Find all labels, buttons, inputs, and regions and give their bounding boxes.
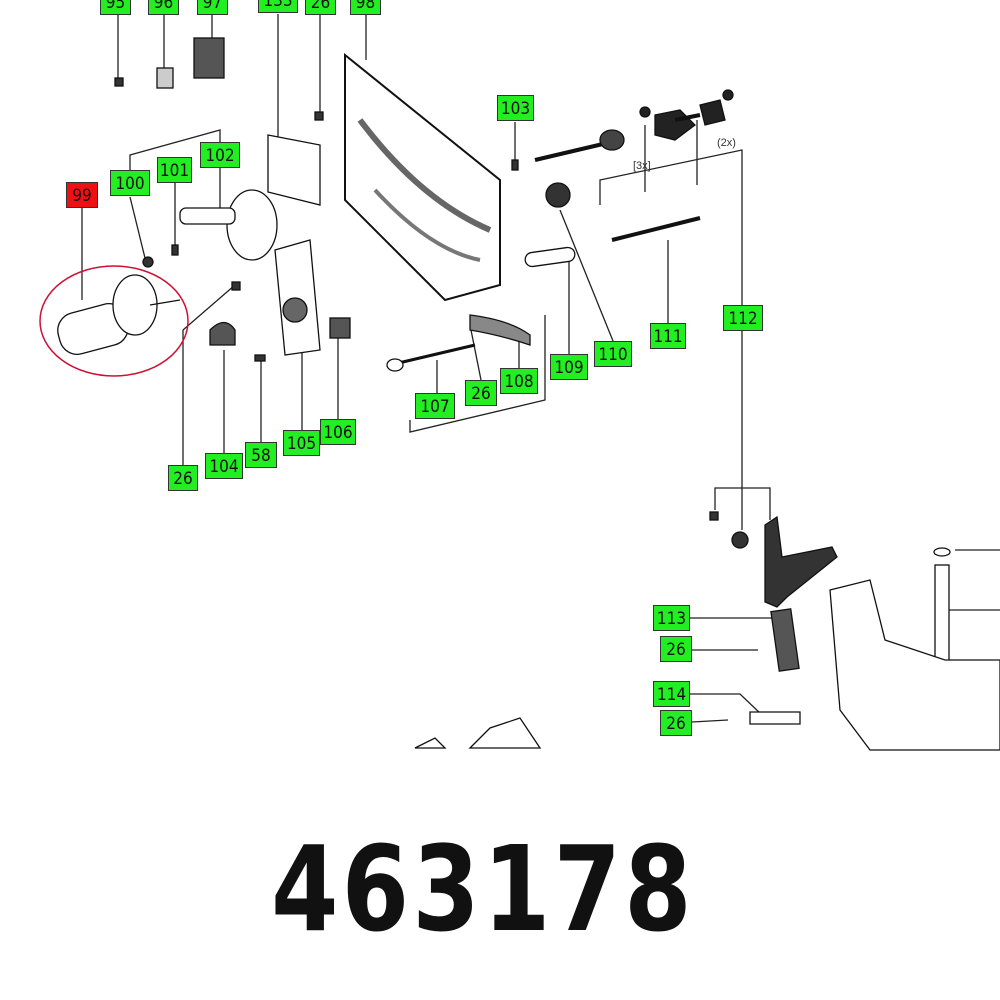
part-label-114[interactable]: 114 xyxy=(653,681,690,707)
part-label-26[interactable]: 26 xyxy=(168,465,198,491)
quantity-note: (2x) xyxy=(717,137,736,149)
part-label-58[interactable]: 58 xyxy=(245,442,277,468)
part-label-103[interactable]: 103 xyxy=(497,95,534,121)
part-label-102[interactable]: 102 xyxy=(200,142,240,168)
part-label-104[interactable]: 104 xyxy=(205,453,243,479)
part-number: 463178 xyxy=(271,820,695,958)
part-label-98[interactable]: 98 xyxy=(350,0,381,15)
part-label-97[interactable]: 97 xyxy=(197,0,228,15)
part-label-26[interactable]: 26 xyxy=(660,636,692,662)
part-label-109[interactable]: 109 xyxy=(550,354,588,380)
part-label-112[interactable]: 112 xyxy=(723,305,763,331)
quantity-note: [3x] xyxy=(633,160,651,172)
highlight-circle xyxy=(39,265,189,377)
part-label-133[interactable]: 133 xyxy=(258,0,298,13)
part-label-26[interactable]: 26 xyxy=(305,0,336,15)
part-label-105[interactable]: 105 xyxy=(283,430,320,456)
part-label-111[interactable]: 111 xyxy=(650,323,686,349)
part-label-26[interactable]: 26 xyxy=(465,380,497,406)
part-label-99-highlighted[interactable]: 99 xyxy=(66,182,98,208)
part-label-96[interactable]: 96 xyxy=(148,0,179,15)
part-label-107[interactable]: 107 xyxy=(415,393,455,419)
part-label-106[interactable]: 106 xyxy=(320,419,356,445)
part-label-113[interactable]: 113 xyxy=(653,605,690,631)
part-label-110[interactable]: 110 xyxy=(594,341,632,367)
part-label-26[interactable]: 26 xyxy=(660,710,692,736)
part-label-108[interactable]: 108 xyxy=(500,368,538,394)
part-shapes xyxy=(57,37,1000,751)
part-label-100[interactable]: 100 xyxy=(110,170,150,196)
part-label-101[interactable]: 101 xyxy=(157,157,192,183)
part-label-95[interactable]: 95 xyxy=(100,0,131,15)
